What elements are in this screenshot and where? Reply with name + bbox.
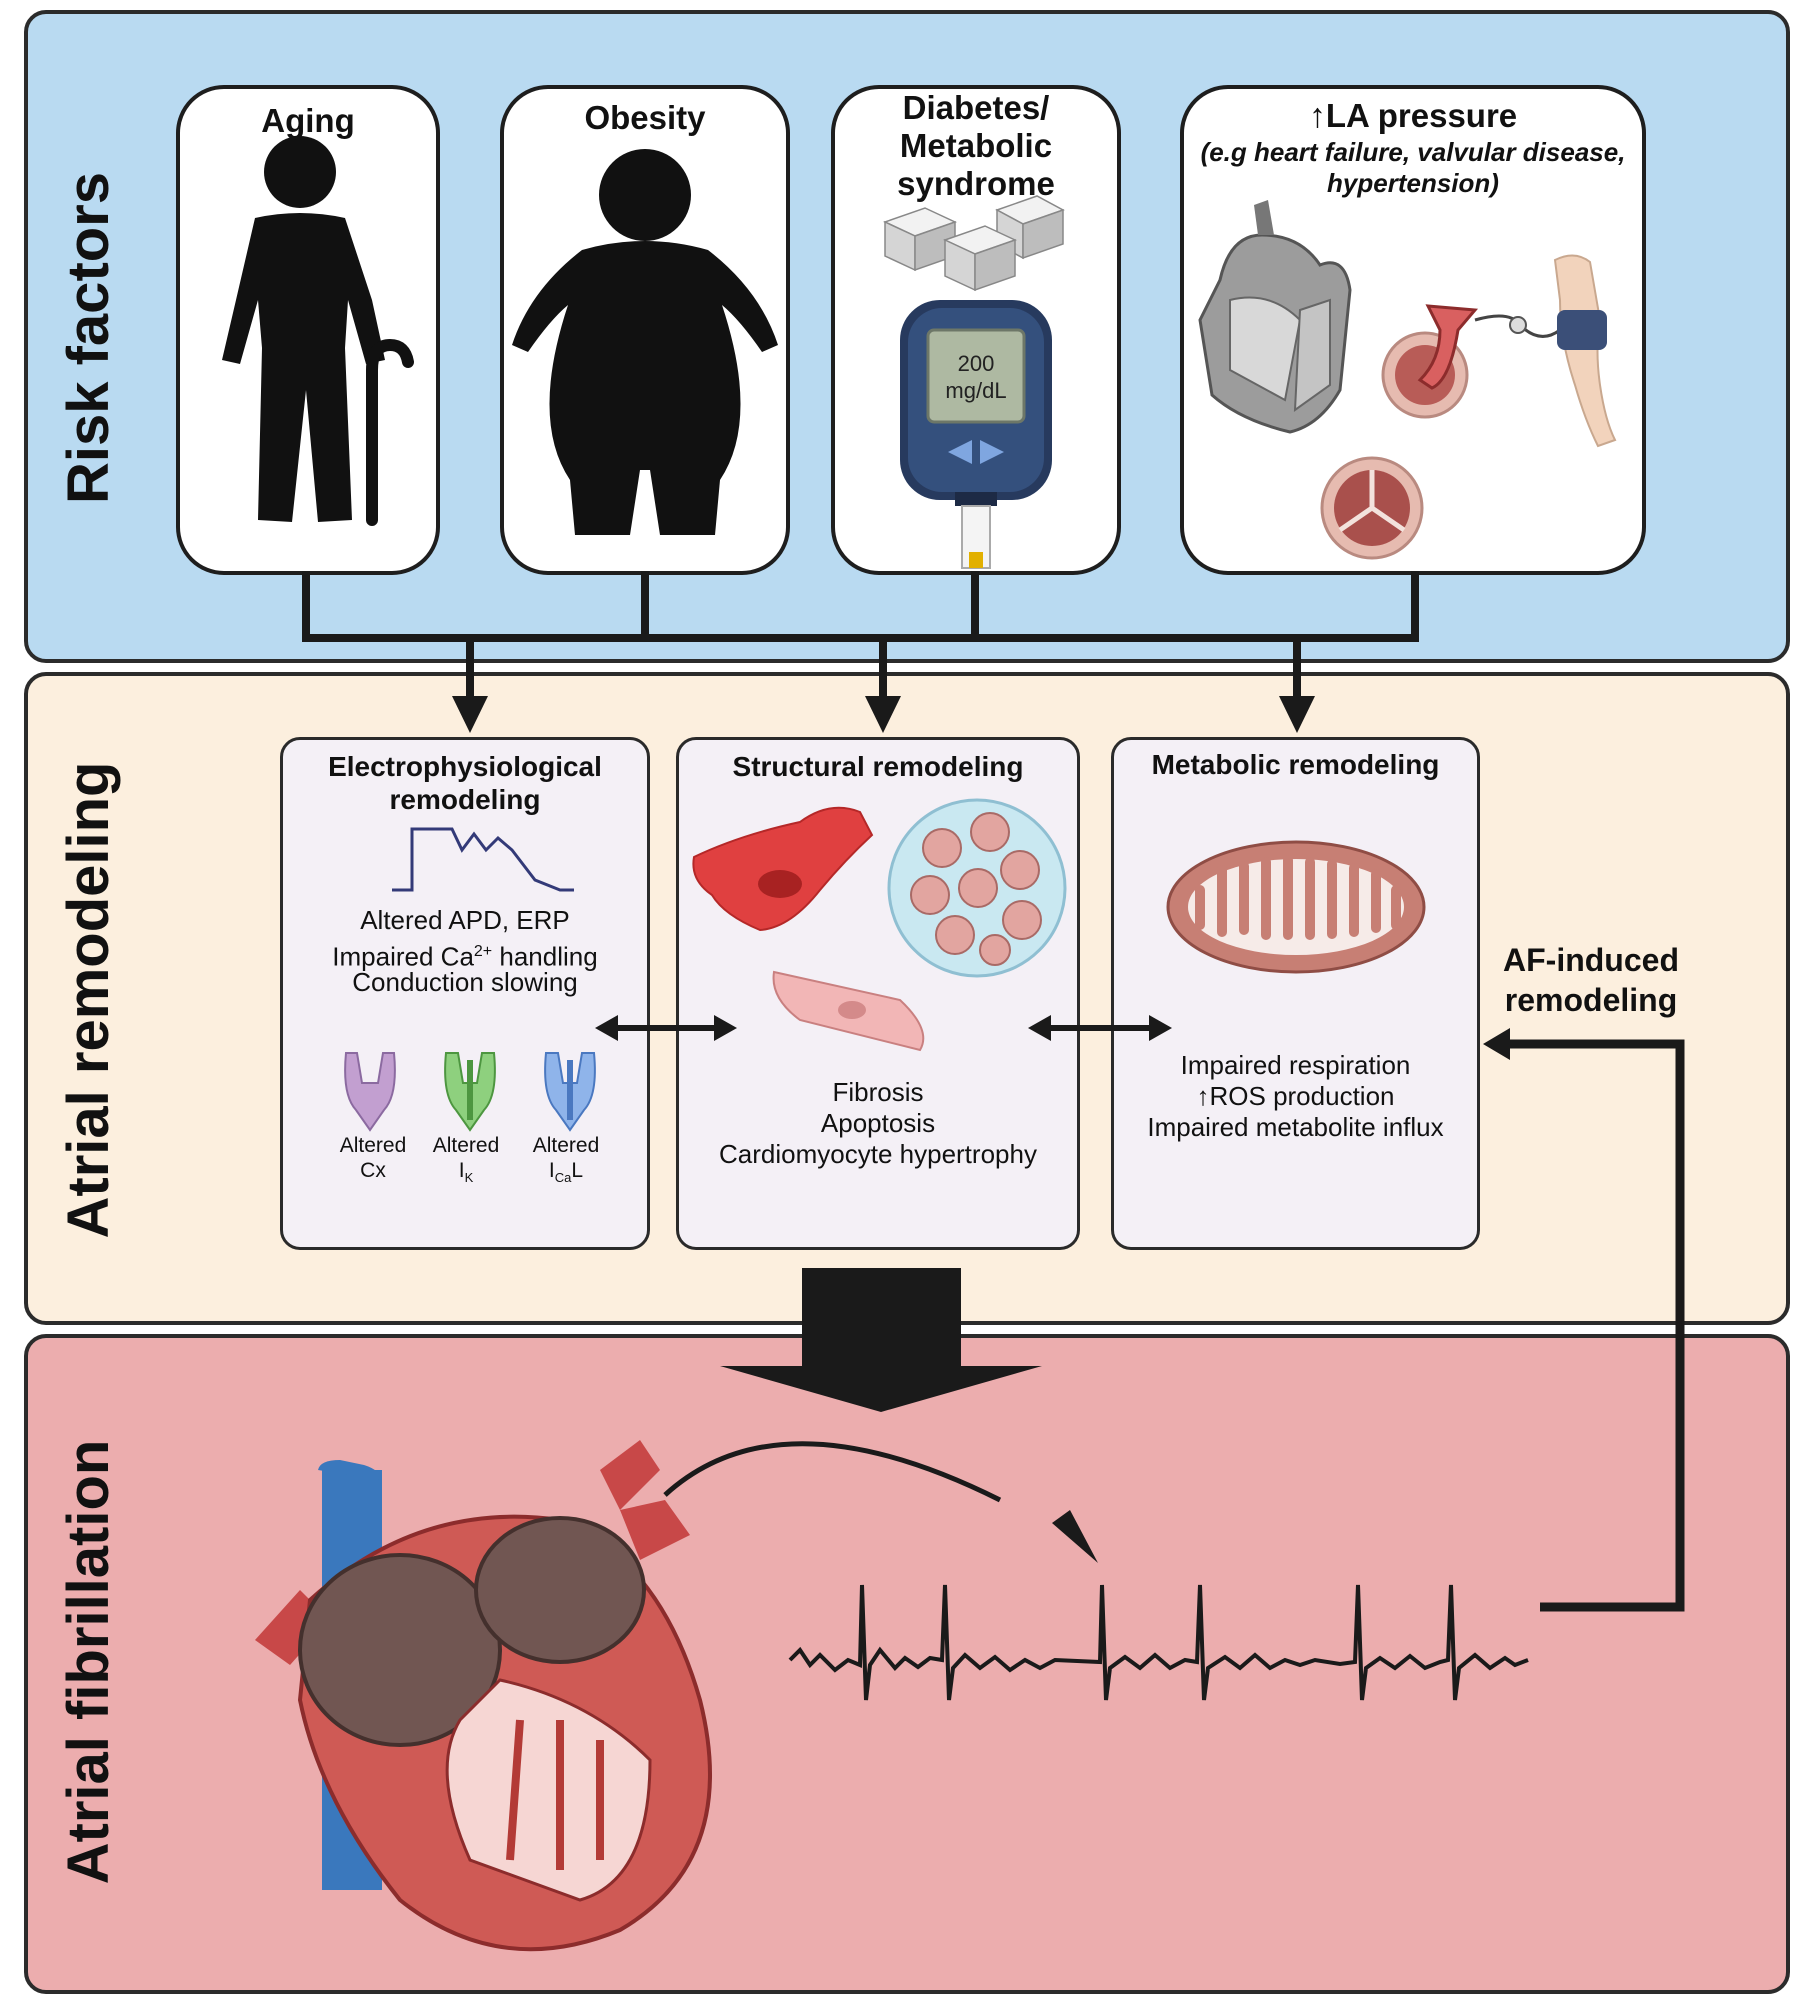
action-potential-icon (392, 827, 574, 892)
glucose-unit: mg/dL (945, 378, 1007, 403)
ros-text: ROS production (1209, 1081, 1395, 1111)
risk-connector-lines (302, 571, 1419, 704)
af-induced-line2: remodeling (1504, 982, 1678, 1018)
electro-item-2: Impaired Ca2+ handling (283, 936, 647, 973)
fibroblast-icon (692, 806, 874, 932)
box-electrophysiological: Electrophysiological remodeling Altered … (280, 737, 650, 1250)
card-title-diabetes-line3: syndrome (897, 165, 1055, 202)
cx-line2: Cx (360, 1159, 386, 1182)
ical-subscript: Ca (554, 1170, 572, 1186)
la-examples-line2: hypertension) (1327, 168, 1499, 198)
electro-title-line2: remodeling (389, 784, 541, 815)
double-arrow-structural-metabolic (1028, 1015, 1172, 1041)
channel-label-ik: Altered IK (416, 1133, 516, 1190)
calcium-channel-icon (544, 1052, 596, 1132)
ik-subscript: K (464, 1170, 474, 1186)
ik-line2: IK (416, 1158, 516, 1190)
structural-item-2: Apoptosis (820, 1108, 936, 1138)
fibrosis-tissue-icon (887, 798, 1067, 978)
curved-arrowhead (1052, 1510, 1098, 1563)
mitochondrion-icon (1166, 840, 1426, 974)
structural-item-3: Cardiomyocyte hypertrophy (719, 1139, 1037, 1169)
cx-line1: Altered (339, 1134, 407, 1157)
atrial-heart-icon (255, 1440, 712, 1952)
channel-label-ical: Altered ICaL (516, 1133, 616, 1190)
af-induced-label: AF-induced remodeling (1488, 940, 1694, 1020)
af-induced-line1: AF-induced (1503, 942, 1679, 978)
ical-line2: ICaL (516, 1158, 616, 1190)
metabolic-item-2: ↑ROS production (1114, 1081, 1477, 1112)
electro-item-1: Altered APD, ERP (360, 905, 570, 935)
connexin-channel-icon (344, 1052, 396, 1132)
blood-pressure-cuff-icon (1417, 254, 1617, 448)
channel-label-cx: Altered Cx (323, 1133, 423, 1183)
structural-title: Structural remodeling (732, 751, 1024, 782)
potassium-channel-icon (444, 1052, 496, 1132)
handling-text: handling (492, 941, 598, 972)
up-arrow-icon: ↑ (1308, 97, 1326, 135)
ecg-trace-icon (788, 1584, 1529, 1701)
double-arrow-electro-structural (595, 1015, 737, 1041)
obese-person-icon (512, 149, 778, 535)
metabolic-title: Metabolic remodeling (1151, 749, 1440, 780)
af-feedback-arrow (1483, 1028, 1685, 1612)
la-examples-line1: (e.g heart failure, valvular disease, (1200, 137, 1626, 167)
card-title-diabetes-line2: Metabolic (899, 127, 1053, 164)
ik-i: I (458, 1159, 465, 1182)
structural-item-1: Fibrosis (832, 1077, 924, 1107)
ca-text: Impaired Ca (332, 941, 474, 972)
card-title-la-pressure: ↑LA pressure (1184, 97, 1642, 135)
sugar-cubes-icon (883, 195, 1065, 292)
ical-suffix: L (571, 1159, 584, 1182)
electro-item-3: Conduction slowing (352, 967, 578, 997)
ical-i: I (548, 1159, 555, 1182)
glucometer-icon (900, 300, 1052, 569)
ik-line1: Altered (432, 1134, 500, 1157)
glucose-value: 200 (957, 351, 995, 376)
card-title-aging: Aging (261, 102, 355, 139)
box-metabolic: Metabolic remodeling Impaired respiratio… (1111, 737, 1480, 1250)
curved-arrow-to-ecg (663, 1441, 1002, 1503)
down-arrowheads (452, 696, 1315, 733)
electro-title-line1: Electrophysiological (328, 751, 602, 782)
up-arrow-icon: ↑ (1196, 1081, 1210, 1111)
cardiomyocyte-icon (772, 970, 925, 1052)
aging-person-cane-icon (222, 136, 414, 526)
card-title-diabetes-line1: Diabetes/ (902, 89, 1050, 126)
heart-anatomy-icon (1198, 200, 1352, 434)
ca-superscript: 2+ (473, 943, 493, 960)
metabolic-item-1: Impaired respiration (1180, 1050, 1411, 1080)
big-down-arrow (720, 1268, 1042, 1412)
ical-line1: Altered (532, 1134, 600, 1157)
la-pressure-label: LA pressure (1325, 97, 1518, 134)
card-title-obesity: Obesity (584, 99, 706, 136)
metabolic-item-3: Impaired metabolite influx (1147, 1112, 1444, 1142)
